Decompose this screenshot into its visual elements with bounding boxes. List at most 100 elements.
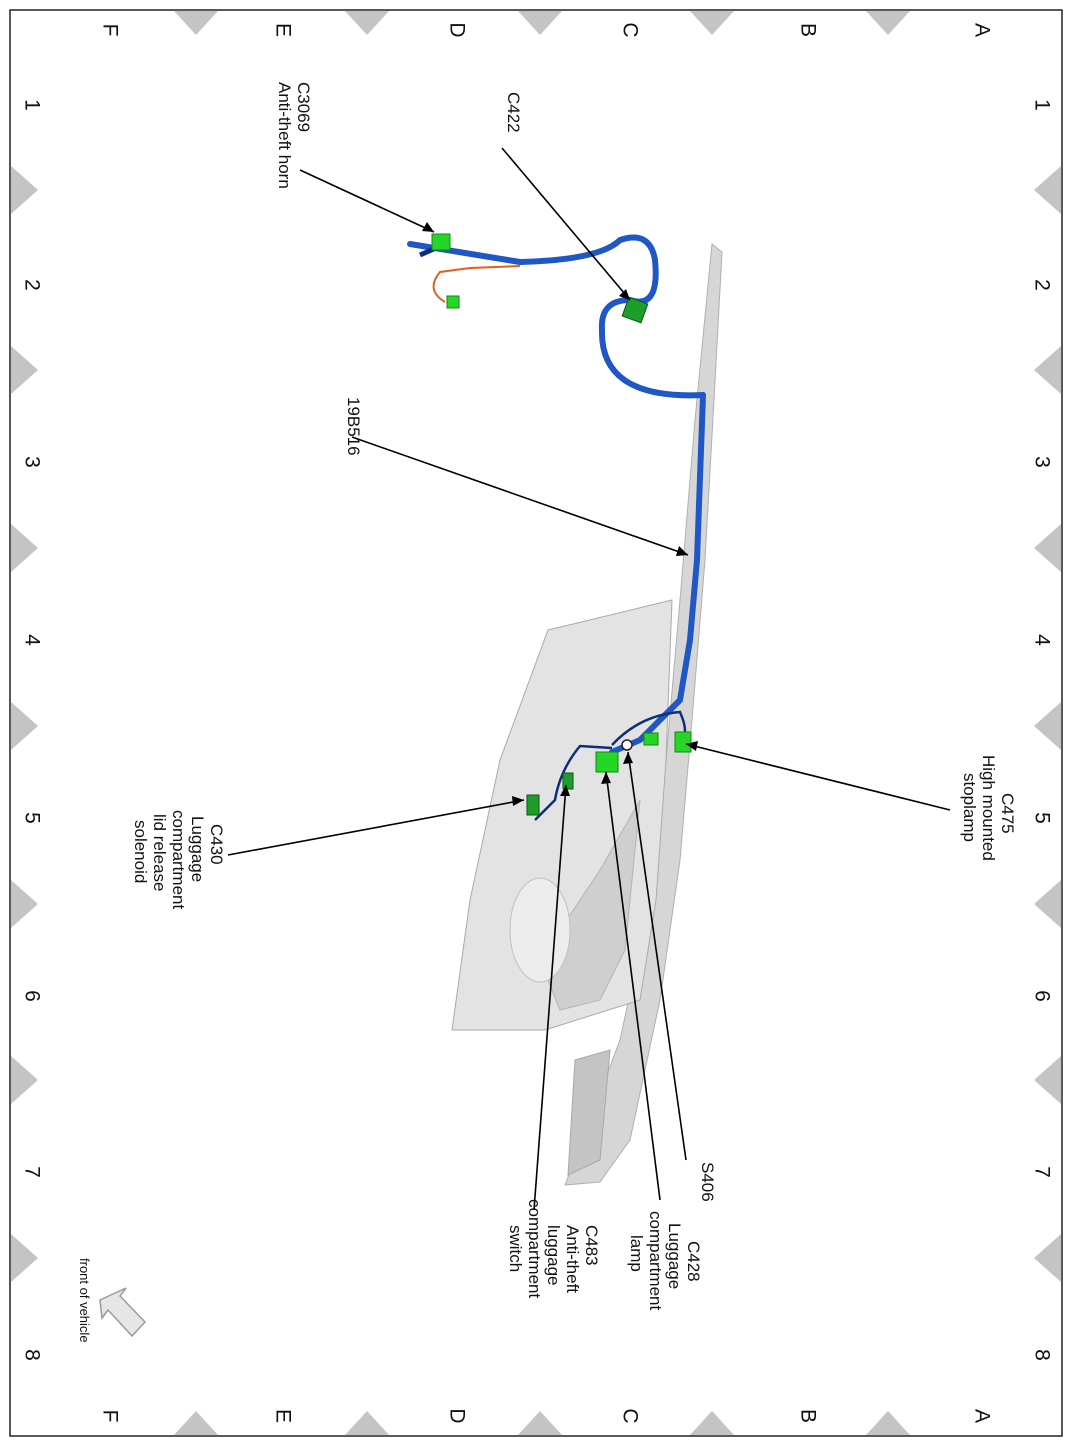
leader-19b516: [351, 436, 689, 556]
trunk-lid-hinge-area: [567, 1049, 611, 1176]
grid-col-left-6: 6: [21, 990, 44, 1002]
frame-marker-top-2: [345, 11, 389, 35]
grid-col-right-6: 6: [1031, 990, 1054, 1002]
frame-marker-top-5: [866, 11, 910, 35]
label-c428-line1: C428: [684, 1241, 703, 1282]
frame-marker-bottom-4: [690, 1411, 734, 1435]
frame-marker-top-4: [690, 11, 734, 35]
grid-col-right-7: 7: [1031, 1166, 1054, 1178]
label-c428: C428 Luggage compartment lamp: [627, 1211, 703, 1310]
grid-col-left-7: 7: [21, 1166, 44, 1178]
frame-marker-right-4: [1034, 702, 1061, 750]
label-c475-line3: stoplamp: [960, 773, 979, 842]
grid-col-left-3: 3: [21, 456, 44, 468]
frame-marker-right-3: [1034, 524, 1061, 572]
orange-wire: [432, 265, 521, 303]
trunk-lid-edge: [564, 243, 723, 1186]
edge-markers: [11, 11, 1061, 1435]
grid-col-right-5: 5: [1031, 812, 1054, 824]
grid-row-bottom-B: B: [797, 1409, 820, 1423]
grid-col-right-8: 8: [1031, 1349, 1054, 1361]
label-c475: C475 High mounted stoplamp: [960, 755, 1017, 861]
label-c483-line1: C483: [582, 1225, 601, 1266]
harness-trunk-section: [609, 392, 706, 755]
splice-s406: [621, 739, 633, 751]
label-c430-line4: lid release: [150, 814, 169, 892]
label-s406-line1: S406: [698, 1162, 717, 1202]
label-c428-line2: Luggage: [665, 1223, 684, 1289]
grid-row-top-E: E: [272, 23, 295, 37]
frame-marker-top-1: [174, 11, 218, 35]
frame-marker-left-4: [11, 702, 38, 750]
leader-c483: [533, 784, 567, 1211]
frame-marker-bottom-5: [866, 1411, 910, 1435]
frame-marker-left-7: [11, 1234, 38, 1282]
connector-horn-aux: [446, 295, 460, 309]
connector-stoplamp-aux: [643, 732, 659, 746]
front-arrow-icon: [99, 1287, 147, 1338]
front-of-vehicle-indicator: front of vehicle: [77, 1258, 147, 1343]
frame-marker-bottom-2: [345, 1411, 389, 1435]
frame-marker-right-5: [1034, 880, 1061, 928]
front-of-vehicle-label: front of vehicle: [77, 1258, 92, 1343]
grid-row-top-D: D: [446, 22, 469, 37]
arrowhead-c428: [601, 772, 611, 784]
frame-marker-left-6: [11, 1056, 38, 1104]
grid-row-top-F: F: [99, 24, 122, 37]
label-c483-line2: Anti-theft: [563, 1225, 582, 1293]
connector-c428: [595, 751, 619, 773]
grid-col-right-4: 4: [1031, 634, 1054, 646]
arrowhead-c3069: [422, 222, 434, 232]
label-c422-line1: C422: [504, 92, 523, 133]
label-c428-line4: lamp: [627, 1235, 646, 1272]
label-c3069: C3069 Anti-theft horn: [275, 82, 313, 189]
frame-marker-bottom-3: [518, 1411, 562, 1435]
trunk-lid-boss: [509, 877, 571, 983]
trunk-lid-illustration: [451, 243, 723, 1186]
arrowhead-c475: [686, 741, 698, 751]
label-c483-line5: switch: [506, 1225, 525, 1272]
leader-c428: [605, 771, 661, 1201]
label-s406: S406: [698, 1162, 717, 1202]
frame-marker-bottom-1: [174, 1411, 218, 1435]
grid-col-left-2: 2: [21, 279, 44, 291]
grid-col-left-8: 8: [21, 1349, 44, 1361]
arrowhead-c483: [560, 785, 570, 796]
frame-marker-left-5: [11, 880, 38, 928]
arrowhead-c430: [512, 796, 524, 806]
frame-marker-right-2: [1034, 346, 1061, 394]
arrowhead-c422: [619, 289, 630, 300]
grid-row-bottom-D: D: [446, 1408, 469, 1423]
leader-lines: [227, 147, 951, 1211]
label-c3069-line1: C3069: [294, 82, 313, 132]
label-c430: C430 Luggage compartment lid release sol…: [131, 810, 226, 909]
frame-marker-right-7: [1034, 1234, 1061, 1282]
grid-row-bottom-E: E: [272, 1409, 295, 1423]
connector-c3069: [431, 233, 451, 251]
frame-marker-left-2: [11, 346, 38, 394]
leader-arrowheads: [422, 222, 698, 806]
label-c483: C483 Anti-theft luggage compartment swit…: [506, 1199, 601, 1298]
grid-row-top-B: B: [797, 23, 820, 37]
frame-marker-right-1: [1034, 166, 1061, 214]
leader-c3069: [299, 169, 435, 233]
connector-c475: [674, 731, 692, 753]
grid-row-bottom-C: C: [619, 1408, 642, 1423]
label-c430-line3: compartment: [169, 810, 188, 909]
grid-col-right-2: 2: [1031, 279, 1054, 291]
frame-marker-right-6: [1034, 1056, 1061, 1104]
label-c430-line1: C430: [207, 824, 226, 865]
connector-c483: [562, 772, 574, 790]
frame-marker-left-3: [11, 524, 38, 572]
frame-marker-left-1: [11, 166, 38, 214]
arrowhead-19b516: [676, 546, 688, 556]
label-c475-line1: C475: [998, 793, 1017, 834]
grid-row-top-A: A: [971, 23, 994, 37]
connectors: [431, 233, 692, 816]
grid-col-left-4: 4: [21, 634, 44, 646]
grid-col-left-5: 5: [21, 812, 44, 824]
label-19b516: 19B516: [344, 397, 363, 456]
